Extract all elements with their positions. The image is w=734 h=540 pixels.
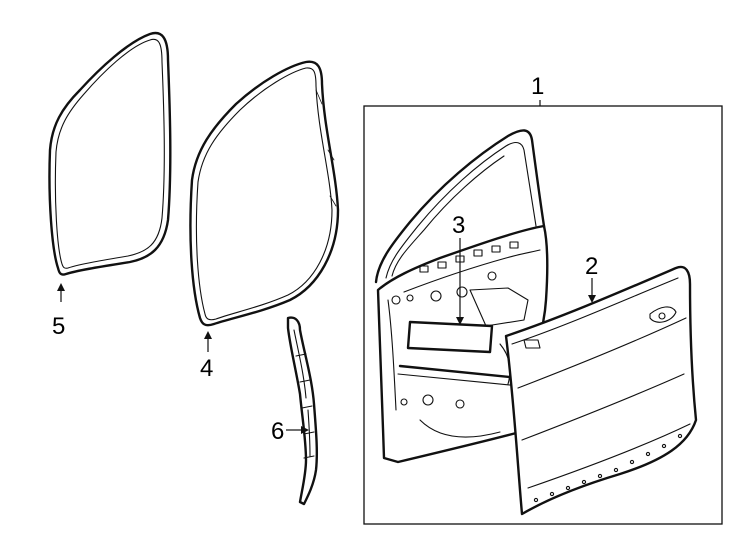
leader-4 [204,331,212,352]
seal-strip-6 [286,316,319,506]
callout-2: 2 [585,253,598,280]
callout-4: 4 [200,355,213,382]
leader-2 [588,278,596,303]
leader-6 [286,426,309,434]
weatherstrip-5 [48,31,172,276]
callout-3: 3 [452,212,465,239]
outer-panel-2 [504,265,698,516]
pad-3 [406,320,494,354]
callout-1: 1 [531,73,544,100]
weatherstrip-4 [189,60,340,327]
callout-5: 5 [52,313,65,340]
callout-6: 6 [271,418,284,445]
leader-3 [456,238,464,325]
assembly-frame-1 [363,105,723,525]
leader-5 [57,283,65,302]
